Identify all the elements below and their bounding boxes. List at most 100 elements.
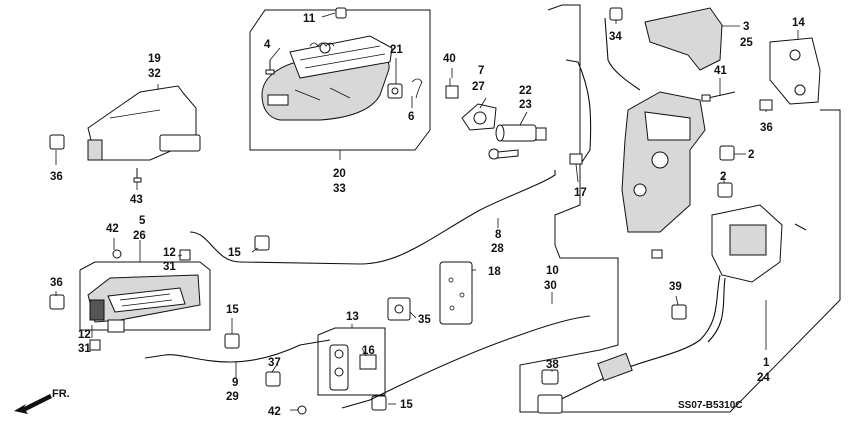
- callout-15: 15: [226, 304, 239, 316]
- callout-24: 24: [757, 372, 770, 384]
- link-rod-upper[interactable]: [604, 17, 641, 91]
- callout-7: 7: [478, 65, 484, 77]
- clip-12-lower[interactable]: [89, 339, 101, 351]
- callout-25: 25: [740, 37, 753, 49]
- callout-2: 2: [748, 149, 754, 161]
- callout-8: 8: [495, 229, 502, 241]
- bolt-34[interactable]: [609, 7, 623, 21]
- callout-27: 27: [472, 81, 485, 93]
- screw-left[interactable]: [651, 249, 663, 259]
- callout-42: 42: [106, 223, 119, 235]
- callout-10: 10: [546, 265, 559, 277]
- callout-1: 1: [763, 357, 770, 369]
- callout-2: 2: [720, 171, 726, 183]
- rod-9[interactable]: [144, 339, 331, 363]
- callout-17: 17: [574, 187, 587, 199]
- pad-18[interactable]: [439, 261, 473, 325]
- callout-18: 18: [488, 266, 501, 278]
- callout-36: 36: [760, 122, 773, 134]
- cover-3[interactable]: [644, 7, 723, 71]
- rod-10[interactable]: [341, 315, 591, 409]
- connector-plug[interactable]: [537, 394, 563, 414]
- clip-36-right[interactable]: [759, 99, 773, 111]
- callout-22: 22: [519, 85, 532, 97]
- callout-36: 36: [50, 277, 63, 289]
- link-rod-17[interactable]: [565, 59, 592, 163]
- clip-36-upper[interactable]: [49, 134, 65, 150]
- outer-handle-group: [249, 9, 431, 160]
- callout-26: 26: [133, 230, 146, 242]
- callout-13: 13: [346, 311, 359, 323]
- door-lock-actuator-group: [519, 4, 841, 413]
- callout-12: 12: [78, 329, 91, 341]
- callout-31: 31: [163, 261, 176, 273]
- callout-15: 15: [228, 247, 241, 259]
- rod-8[interactable]: [189, 170, 556, 265]
- callout-41: 41: [714, 65, 727, 77]
- leader-lines: [55, 20, 799, 411]
- callout-16: 16: [362, 345, 375, 357]
- screw-43[interactable]: [133, 168, 142, 183]
- clip-37[interactable]: [265, 371, 281, 387]
- callout-15: 15: [400, 399, 413, 411]
- cylinder-cap-40[interactable]: [445, 78, 459, 99]
- handle-housing-19[interactable]: [87, 85, 201, 161]
- diagram-code: SS07-B5310C: [678, 400, 742, 411]
- screw-42-upper[interactable]: [112, 249, 122, 259]
- clip-35[interactable]: [387, 297, 411, 321]
- callout-38: 38: [546, 359, 559, 371]
- clip-2-upper[interactable]: [719, 145, 735, 161]
- spring-6[interactable]: [411, 78, 423, 99]
- callout-14: 14: [792, 17, 805, 29]
- screw-right[interactable]: [794, 223, 807, 231]
- callout-42: 42: [268, 406, 281, 418]
- callout-12: 12: [163, 247, 176, 259]
- clip-11[interactable]: [321, 7, 347, 19]
- clip-17[interactable]: [569, 153, 583, 165]
- callout-34: 34: [609, 31, 622, 43]
- clip-12-upper[interactable]: [179, 249, 191, 261]
- key[interactable]: [488, 148, 519, 160]
- front-direction-arrow-icon: FR.: [14, 388, 70, 414]
- callout-31: 31: [78, 343, 91, 355]
- callout-5: 5: [139, 215, 146, 227]
- callout-23: 23: [519, 99, 532, 111]
- callout-32: 32: [148, 68, 161, 80]
- inner-handle-group: [79, 240, 211, 333]
- clip-2-lower[interactable]: [717, 182, 733, 198]
- screw-42-lower[interactable]: [297, 405, 307, 415]
- callout-numbers: 11 4 21 6 20 33 40 7 27 22 23 19 32 36 4…: [50, 13, 805, 418]
- callout-29: 29: [226, 391, 239, 403]
- callout-37: 37: [268, 357, 281, 369]
- callout-36: 36: [50, 171, 63, 183]
- callout-39: 39: [669, 281, 682, 293]
- wire-harness[interactable]: [554, 274, 721, 403]
- callout-43: 43: [130, 194, 143, 206]
- striker-14[interactable]: [769, 37, 821, 105]
- callout-40: 40: [443, 53, 456, 65]
- door-lock-cylinder[interactable]: [495, 124, 547, 142]
- clip-15-middle[interactable]: [224, 333, 240, 349]
- retainer-21[interactable]: [387, 83, 403, 99]
- clip-39[interactable]: [671, 304, 687, 320]
- connector-38[interactable]: [541, 369, 559, 385]
- callout-6: 6: [408, 111, 414, 123]
- callout-35: 35: [418, 314, 431, 326]
- outer-door-handle[interactable]: [261, 54, 390, 121]
- callout-20: 20: [333, 168, 346, 180]
- callout-33: 33: [333, 183, 346, 195]
- front-direction-label: FR.: [52, 388, 70, 400]
- callout-9: 9: [232, 377, 238, 389]
- cylinder-seal-7[interactable]: [461, 103, 497, 131]
- clip-36-lower[interactable]: [49, 294, 65, 310]
- callout-28: 28: [491, 243, 504, 255]
- callout-4: 4: [264, 39, 271, 51]
- callout-19: 19: [148, 53, 161, 65]
- screw-41[interactable]: [701, 91, 736, 102]
- clip-15-upper[interactable]: [254, 235, 270, 251]
- screw-4[interactable]: [265, 60, 275, 75]
- callout-30: 30: [544, 280, 557, 292]
- callout-21: 21: [390, 44, 403, 56]
- callout-3: 3: [743, 21, 749, 33]
